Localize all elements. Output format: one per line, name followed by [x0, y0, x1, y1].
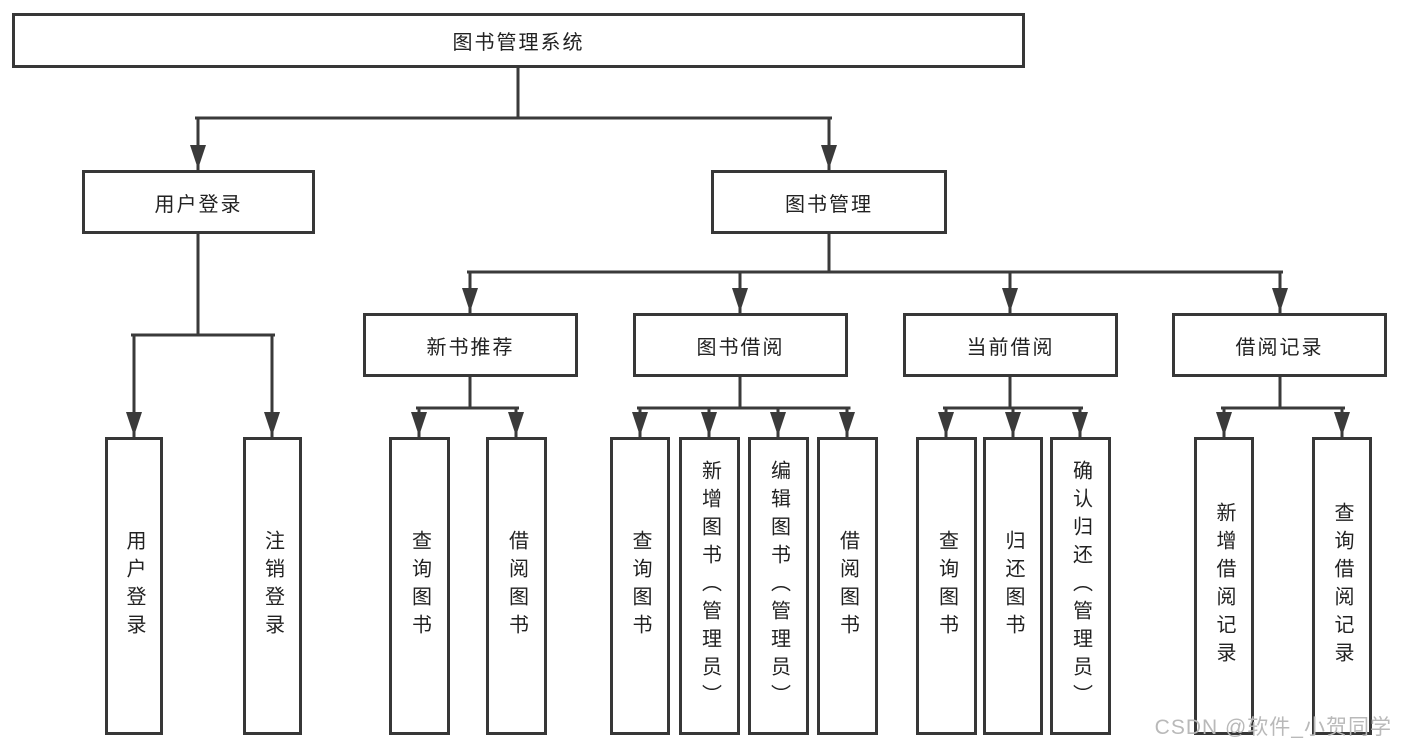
node-library-management-system: 图书管理系统	[12, 13, 1025, 68]
node-query-books-borrowing: 查询图书	[610, 437, 670, 735]
connector-book-borrow-trunk	[637, 375, 851, 410]
node-query-books-current-label: 查询图书	[935, 530, 958, 642]
node-logout-login: 注销登录	[243, 437, 302, 735]
node-query-books-recommend: 查询图书	[389, 437, 450, 735]
node-edit-book-admin-label: 编辑图书（管理员）	[767, 460, 790, 712]
connector-current-borrow-trunk	[943, 375, 1083, 410]
node-confirm-return-admin-label: 确认归还（管理员）	[1069, 460, 1092, 712]
node-user-login-leaf: 用户登录	[105, 437, 163, 735]
node-new-book-recommendation: 新书推荐	[363, 313, 578, 377]
node-query-books-current: 查询图书	[916, 437, 977, 735]
node-user-login: 用户登录	[82, 170, 315, 234]
node-query-borrow-record-label: 查询借阅记录	[1331, 502, 1353, 670]
connector-book-mgmt-trunk	[467, 232, 1283, 274]
node-query-books-borrowing-label: 查询图书	[629, 530, 651, 642]
node-add-borrow-record: 新增借阅记录	[1194, 437, 1254, 735]
node-book-management: 图书管理	[711, 170, 947, 234]
connector-user-login-trunk	[131, 232, 275, 337]
node-confirm-return-admin: 确认归还（管理员）	[1050, 437, 1111, 735]
node-current-borrowing: 当前借阅	[903, 313, 1118, 377]
node-return-books-label: 归还图书	[1002, 530, 1024, 642]
node-user-login-leaf-label: 用户登录	[123, 530, 145, 642]
node-query-borrow-record: 查询借阅记录	[1312, 437, 1372, 735]
node-query-books-recommend-label: 查询图书	[408, 530, 431, 642]
node-logout-login-label: 注销登录	[261, 530, 284, 642]
connector-new-book-trunk	[416, 375, 519, 410]
node-borrow-books-recommend-label: 借阅图书	[505, 530, 528, 642]
connector-root-trunk	[195, 66, 832, 120]
node-add-book-admin: 新增图书（管理员）	[679, 437, 740, 735]
node-return-books: 归还图书	[983, 437, 1043, 735]
node-add-book-admin-label: 新增图书（管理员）	[698, 460, 721, 712]
node-borrow-books-recommend: 借阅图书	[486, 437, 547, 735]
node-add-borrow-record-label: 新增借阅记录	[1213, 502, 1235, 670]
node-borrow-books-leaf: 借阅图书	[817, 437, 878, 735]
connector-borrow-record-trunk	[1221, 375, 1345, 410]
node-book-borrowing: 图书借阅	[633, 313, 848, 377]
node-borrow-books-leaf-label: 借阅图书	[836, 530, 859, 642]
node-borrowing-records: 借阅记录	[1172, 313, 1387, 377]
watermark: CSDN @软件_小贺同学	[1154, 716, 1392, 739]
node-edit-book-admin: 编辑图书（管理员）	[748, 437, 809, 735]
